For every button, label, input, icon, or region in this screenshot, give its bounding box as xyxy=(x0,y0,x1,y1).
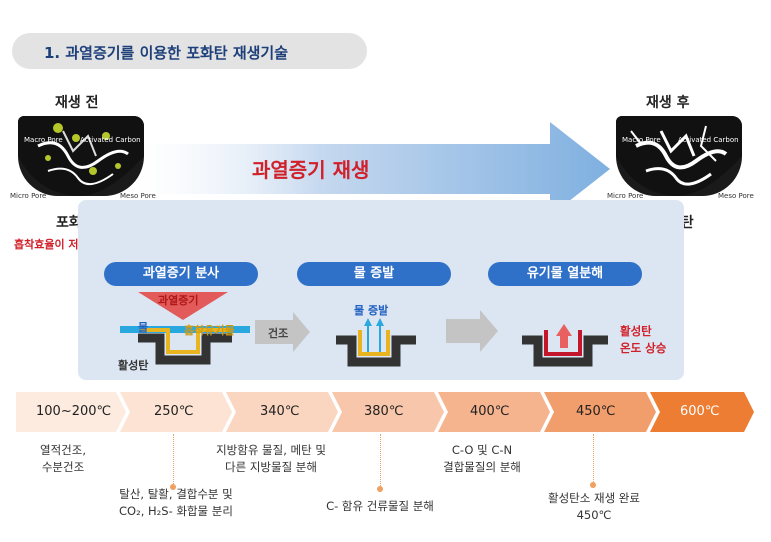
process-arrow-icon xyxy=(446,310,498,352)
macro-pore-label: Macro Pore xyxy=(622,136,661,144)
desc-line: 지방함유 물질, 메탄 및 xyxy=(196,442,346,459)
desc-line: 다른 지방물질 분해 xyxy=(196,459,346,476)
temp-label-6: 450℃ xyxy=(576,404,615,419)
connector-250 xyxy=(173,434,174,490)
step-steam-injection: 과열증기 분사 xyxy=(104,262,258,286)
temp-label-2: 250℃ xyxy=(154,404,193,419)
desc-line: CO₂, H₂S- 화합물 분리 xyxy=(96,503,256,520)
macro-pore-label: Macro Pore xyxy=(24,136,63,144)
saturated-carbon-image xyxy=(18,116,144,196)
step-organic-pyrolysis: 유기물 열분해 xyxy=(488,262,642,286)
meso-pore-label: Meso Pore xyxy=(120,192,156,200)
desc-380: C- 함유 건류물질 분해 xyxy=(300,498,460,515)
desc-450: 활성탄소 재생 완료 450℃ xyxy=(526,490,662,524)
connector-dot-450 xyxy=(590,482,596,488)
pyrolysis-illustration xyxy=(520,318,610,380)
pore-structure-icon xyxy=(18,116,144,196)
desc-400: C-O 및 C-N 결합물질의 분해 xyxy=(420,442,544,476)
desc-line: C-O 및 C-N xyxy=(420,442,544,459)
after-header: 재생 후 xyxy=(646,92,690,112)
micro-pore-label: Micro Pore xyxy=(10,192,46,200)
desc-line: 탈산, 탈활, 결합수분 및 xyxy=(96,486,256,503)
page-title: 1. 과열증기를 이용한 포화탄 재생기술 xyxy=(44,42,288,63)
connector-450 xyxy=(593,434,594,488)
water-label: 물 xyxy=(138,319,148,335)
temp-label-3: 340℃ xyxy=(260,404,299,419)
desc-100-200: 열적건조, 수분건조 xyxy=(20,442,106,476)
temp-label-1: 100~200℃ xyxy=(36,404,111,419)
temperature-rise-line2: 온도 상승 xyxy=(620,340,666,357)
temperature-rise-note: 활성탄 온도 상승 xyxy=(620,323,666,357)
water-evaporation-label: 물 증발 xyxy=(354,302,388,318)
temp-label-4: 380℃ xyxy=(364,404,403,419)
desc-340: 지방함유 물질, 메탄 및 다른 지방물질 분해 xyxy=(196,442,346,476)
connector-380 xyxy=(380,434,381,492)
meso-pore-label: Meso Pore xyxy=(718,192,754,200)
activated-carbon-label: Activated Carbon xyxy=(678,136,739,144)
desc-line: 활성탄소 재생 완료 xyxy=(526,490,662,507)
temp-label-7: 600℃ xyxy=(680,404,719,419)
step-water-evaporation: 물 증발 xyxy=(297,262,451,286)
steam-label: 과열증기 xyxy=(158,292,198,308)
temp-label-5: 400℃ xyxy=(470,404,509,419)
desc-250: 탈산, 탈활, 결합수분 및 CO₂, H₂S- 화합물 분리 xyxy=(96,486,256,520)
carbon-label: 활성탄 xyxy=(118,357,148,373)
regeneration-label: 과열증기 재생 xyxy=(252,154,369,183)
before-header: 재생 전 xyxy=(55,92,99,112)
organic-label: 흡착유기물 xyxy=(184,322,235,338)
pore-structure-icon xyxy=(616,116,742,196)
temperature-rise-line1: 활성탄 xyxy=(620,323,666,340)
desc-line: 450℃ xyxy=(526,507,662,524)
desc-line: 열적건조, xyxy=(20,442,106,459)
desc-line: 결합물질의 분해 xyxy=(420,459,544,476)
dry-label: 건조 xyxy=(268,325,288,341)
desc-line: 수분건조 xyxy=(20,459,106,476)
evaporation-illustration xyxy=(334,318,418,380)
micro-pore-label: Micro Pore xyxy=(607,192,643,200)
activated-carbon-label: Activated Carbon xyxy=(80,136,141,144)
regenerated-carbon-image xyxy=(616,116,742,196)
connector-dot-380 xyxy=(377,486,383,492)
